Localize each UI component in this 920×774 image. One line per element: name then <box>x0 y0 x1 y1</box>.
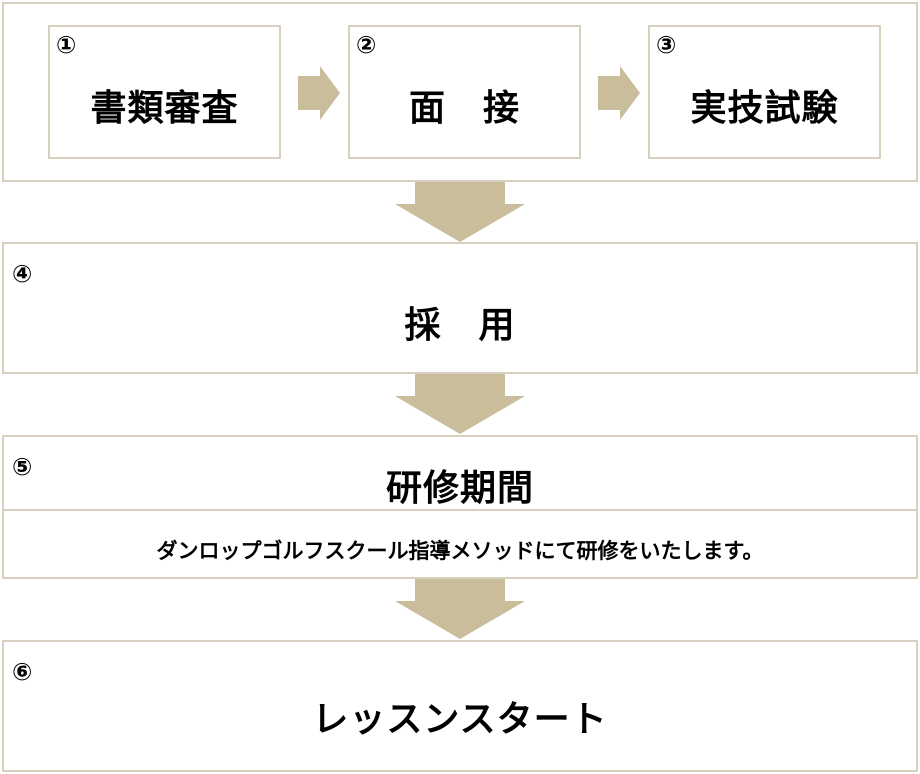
arrow-down-icon <box>395 374 525 434</box>
step-label: 面 接 <box>408 87 520 129</box>
step-number: ④ <box>12 260 33 288</box>
step-lesson-start: ⑥ レッスンスタート <box>2 640 918 772</box>
arrow-right-icon <box>298 66 340 120</box>
divider <box>4 509 916 511</box>
step-interview: ② 面 接 <box>348 25 581 159</box>
step-number: ⑥ <box>12 658 33 686</box>
step-label: 実技試験 <box>690 87 839 129</box>
step-number: ③ <box>656 31 677 59</box>
step-hiring: ④ 採 用 <box>2 242 918 374</box>
stage-group-screening: ① 書類審査 ② 面 接 ③ 実技試験 <box>2 2 918 182</box>
step-number: ⑤ <box>12 453 33 481</box>
step-document-screening: ① 書類審査 <box>48 25 281 159</box>
arrow-right-icon <box>598 66 640 120</box>
step-label: 書類審査 <box>90 87 239 129</box>
step-label: 研修期間 <box>385 467 534 509</box>
step-practical-test: ③ 実技試験 <box>648 25 881 159</box>
step-label: 採 用 <box>404 304 516 346</box>
step-label: レッスンスタート <box>312 698 608 740</box>
step-description: ダンロップゴルフスクール指導メソッドにて研修をいたします。 <box>156 538 764 563</box>
step-training-period: ⑤ 研修期間 ダンロップゴルフスクール指導メソッドにて研修をいたします。 <box>2 435 918 579</box>
arrow-down-icon <box>395 579 525 639</box>
step-number: ② <box>356 31 377 59</box>
arrow-down-icon <box>395 182 525 242</box>
step-number: ① <box>56 31 77 59</box>
